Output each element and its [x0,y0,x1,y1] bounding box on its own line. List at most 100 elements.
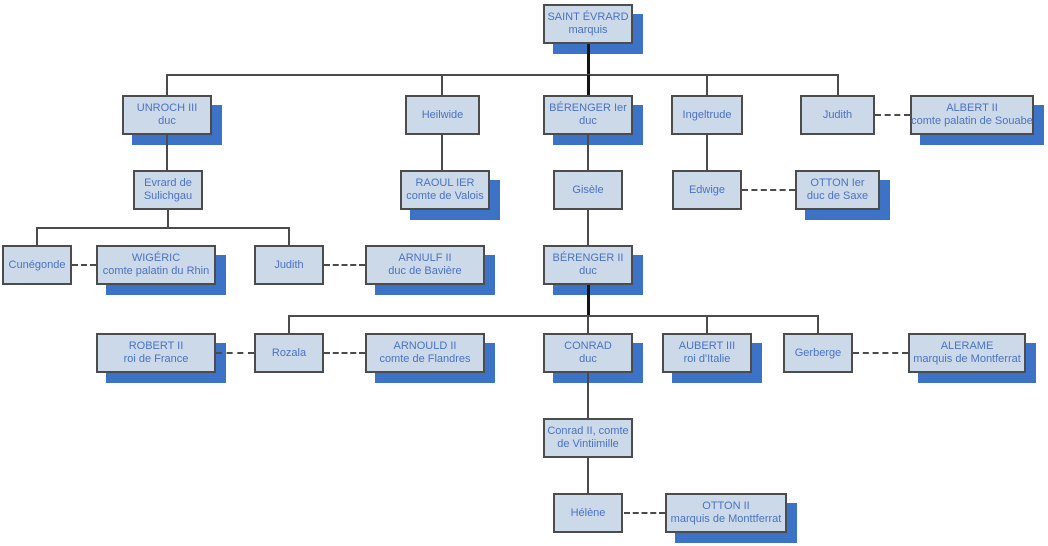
node-title: duc [579,115,597,127]
descent-connector-line [587,316,589,333]
descent-connector-line [441,135,443,170]
descent-connector-line [166,75,168,95]
descent-connector-line [167,210,169,229]
node-name: AUBERT III [678,340,736,352]
descent-connector-line [288,228,290,245]
node-name: ARNULF II [398,252,452,264]
node-rozala[interactable]: Rozala [254,333,324,373]
descent-connector-line [36,227,290,229]
node-name: WIGÉRIC [131,252,181,264]
descent-connector-line [288,316,290,333]
node-title: marquis de Montferrat [913,353,1021,365]
node-title: duc [579,353,597,365]
marriage-connector-line [72,264,96,266]
descent-connector-line [587,285,590,317]
node-name: Judith [822,108,853,121]
descent-connector-line [441,75,443,95]
descent-connector-line [587,135,589,170]
node-name: Conrad II, comte de Vintiimille [547,425,629,450]
node-name: Edwige [688,183,726,196]
node-judith-souabe[interactable]: Judith [800,95,875,135]
node-judith-baviere[interactable]: Judith [254,245,324,285]
node-title: roi d'Italie [683,353,731,365]
node-name: Cunégonde [8,258,66,271]
node-title: marquis de Monttferrat [670,513,782,525]
marriage-connector-line [216,352,254,354]
node-title: comte de Flandres [379,353,471,365]
node-gerberge[interactable]: Gerberge [783,333,853,373]
node-name: CONRAD [564,340,612,352]
descent-connector-line [817,316,819,333]
marriage-connector-line [742,189,795,191]
node-title: roi de France [123,353,189,365]
node-title: comte palatin du Rhin [102,265,210,277]
node-conrad-ii[interactable]: Conrad II, comte de Vintiimille [543,418,633,458]
descent-connector-line [36,228,38,245]
node-name: Hélène [570,506,606,519]
node-name: Gisèle [572,183,604,196]
descent-connector-line [706,75,708,95]
node-name: SAINT ÉVRARD [547,11,629,23]
node-name: ALERAME [940,340,994,352]
node-name: ROBERT II [128,340,184,352]
descent-connector-line [587,458,589,493]
node-name: ARNOULD II [393,340,457,352]
node-title: duc de Saxe [806,190,869,202]
node-ingeltrude[interactable]: Ingeltrude [671,95,743,135]
descent-connector-line [837,75,839,95]
node-edwige[interactable]: Edwige [672,170,742,210]
marriage-connector-line [324,264,365,266]
node-name: BÉRENGER Ier [549,102,627,114]
node-name: RAOUL IER [415,177,475,189]
node-evrard-de-sulichgau[interactable]: Evrard de Sulichgau [133,170,203,210]
node-name: Ingeltrude [682,108,732,121]
node-heilwide[interactable]: Heilwide [405,95,480,135]
node-name: Heilwide [421,108,464,121]
node-helene[interactable]: Hélène [553,493,623,533]
node-name: Rozala [271,346,307,359]
node-title: duc [158,115,176,127]
descent-connector-line [587,44,590,76]
descent-connector-line [706,316,708,333]
descent-connector-line [587,373,589,418]
node-title: comte de Valois [406,190,484,202]
node-name: UNROCH III [136,102,198,114]
marriage-connector-line [853,352,908,354]
node-cunegonde[interactable]: Cunégonde [2,245,72,285]
node-title: duc de Bavière [388,265,462,277]
node-title: comte palatin de Souabe [911,115,1033,127]
descent-connector-line [288,315,819,317]
node-name: Gerberge [794,346,842,359]
node-gisele[interactable]: Gisèle [553,170,623,210]
descent-connector-line [587,75,590,95]
node-name: OTTON Ier [810,177,865,189]
marriage-connector-line [624,512,665,514]
node-name: Judith [274,258,304,271]
descent-connector-line [166,135,168,170]
marriage-connector-line [875,114,910,116]
node-title: marquis [568,24,608,36]
descent-connector-line [166,74,839,76]
node-name: OTTON II [702,500,750,512]
node-name: BÉRENGER II [552,252,624,264]
node-name: Evrard de Sulichgau [143,177,193,202]
node-title: duc [579,265,597,277]
descent-connector-line [587,210,589,245]
marriage-connector-line [324,352,365,354]
